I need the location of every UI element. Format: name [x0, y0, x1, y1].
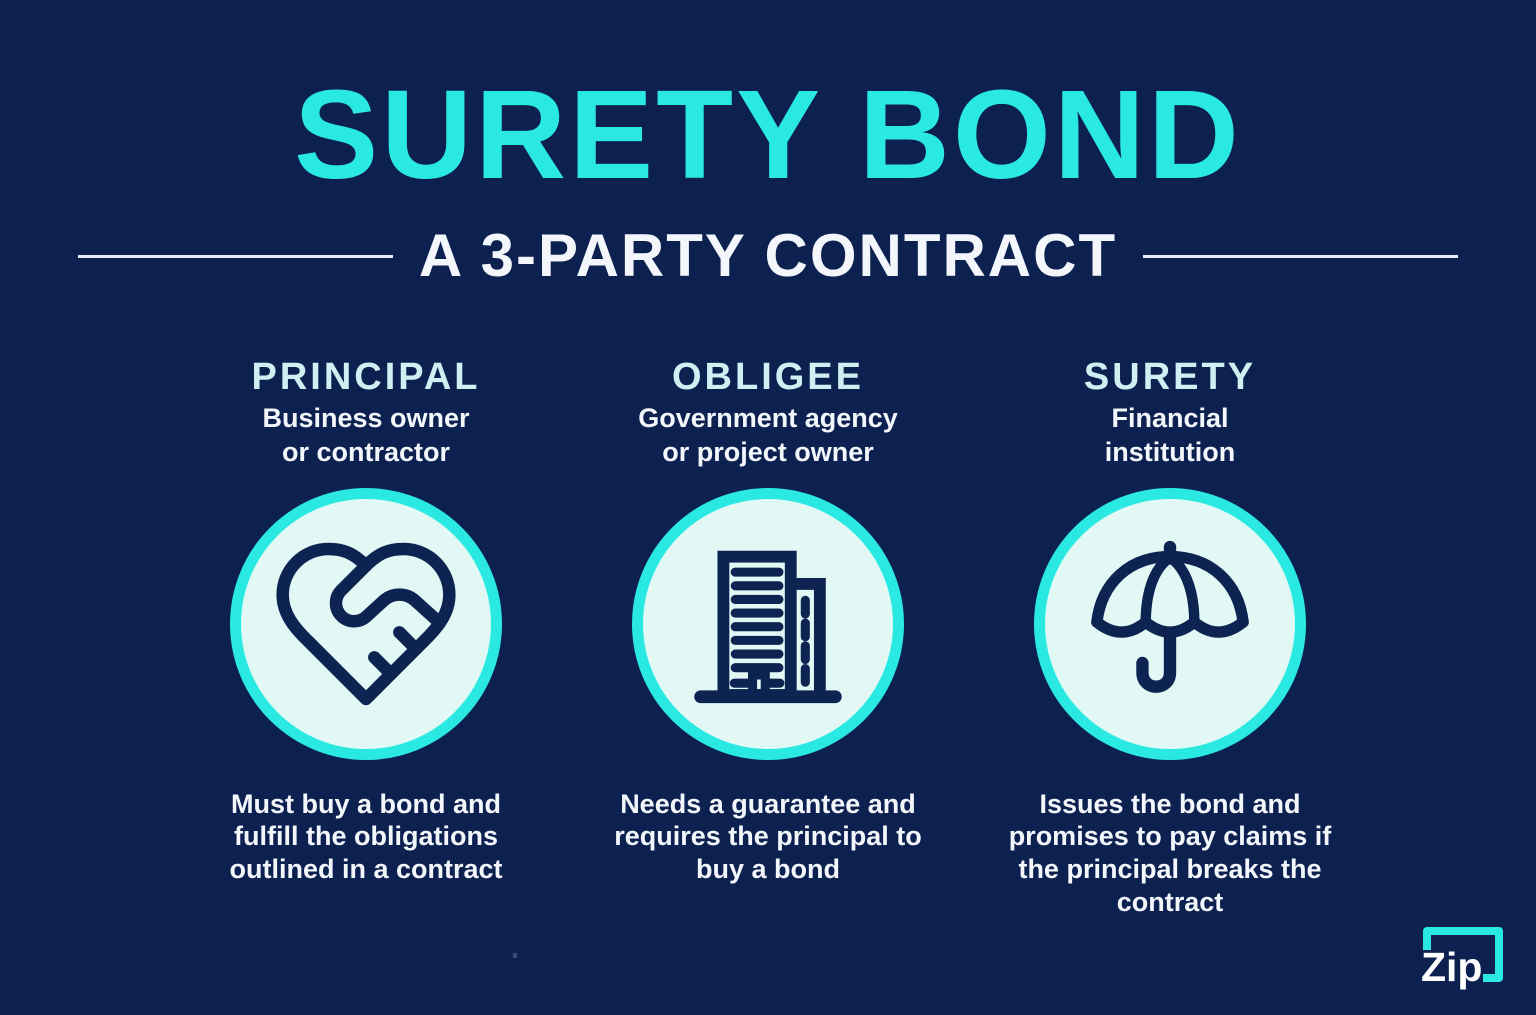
party-description: Must buy a bond and fulfill the obligati…	[229, 788, 503, 885]
subtitle-row: A 3-PARTY CONTRACT	[0, 226, 1536, 286]
party-subtitle: Financial institution	[1104, 403, 1236, 467]
umbrella-icon	[1091, 540, 1249, 693]
divider-line-right	[1143, 254, 1459, 258]
column-principal: PRINCIPAL Business owner or contractor M…	[165, 358, 567, 919]
icon-circle	[632, 487, 904, 760]
party-name: SURETY	[1083, 356, 1257, 398]
artifact-speck	[513, 953, 517, 958]
party-subtitle: Government agency or project owner	[638, 403, 898, 467]
party-name: PRINCIPAL	[251, 356, 481, 398]
office-building-icon	[694, 550, 842, 703]
parties-row: PRINCIPAL Business owner or contractor M…	[165, 358, 1371, 919]
zip-logo-graphic: Zip	[1421, 927, 1503, 990]
party-subtitle: Business owner or contractor	[262, 403, 470, 467]
heart-handshake-icon	[276, 542, 456, 705]
page-subtitle: A 3-PARTY CONTRACT	[418, 222, 1118, 289]
icon-circle	[1034, 487, 1306, 760]
icon-circle	[230, 487, 502, 760]
party-description: Issues the bond and promises to pay clai…	[1008, 788, 1332, 918]
party-name: OBLIGEE	[671, 356, 865, 398]
logo-bracket	[1423, 927, 1503, 982]
logo-text: Zip	[1421, 944, 1482, 990]
party-description: Needs a guarantee and requires the princ…	[614, 788, 922, 885]
zip-logo: Zip	[1420, 924, 1506, 995]
divider-line-left	[78, 254, 393, 258]
column-surety: SURETY Financial institution Issues the …	[969, 358, 1371, 919]
column-obligee: OBLIGEE Government agency or project own…	[567, 358, 969, 919]
page-title: SURETY BOND	[294, 64, 1242, 205]
